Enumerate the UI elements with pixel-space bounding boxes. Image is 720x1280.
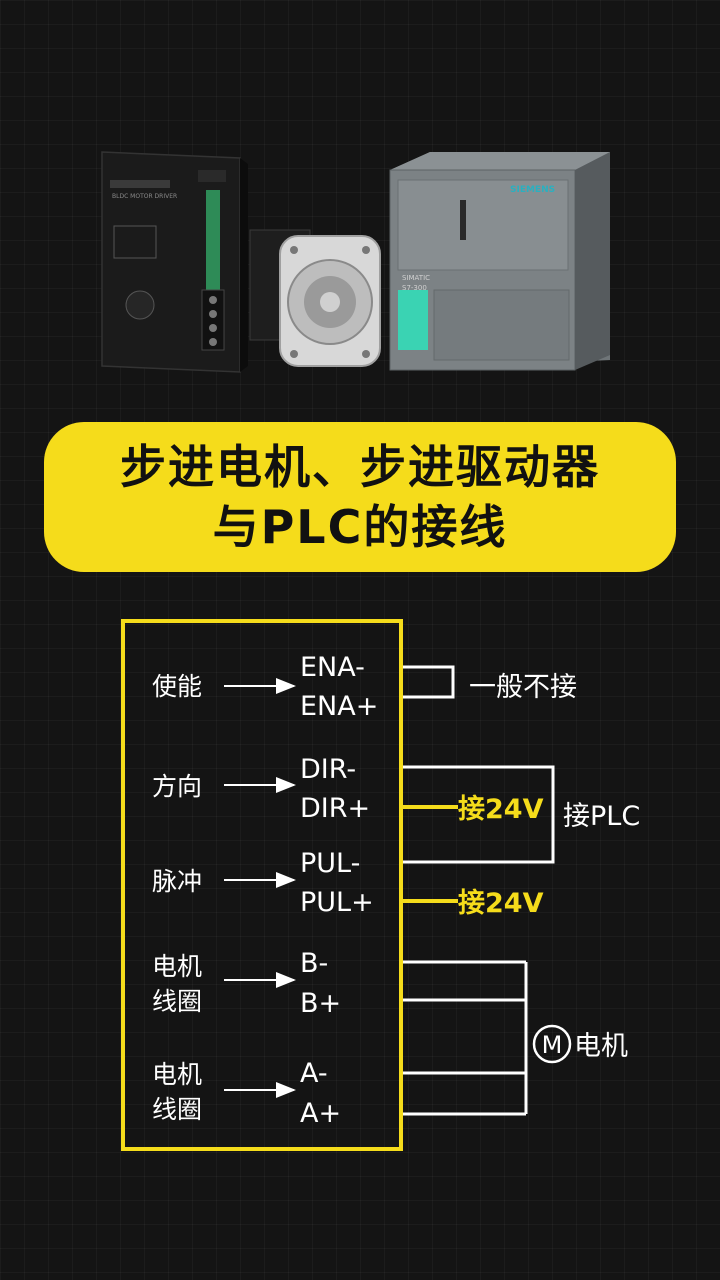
terminal-pul-minus: PUL- (300, 848, 360, 879)
signal-label-coil-b-2: 线圈 (152, 987, 202, 1016)
product-photos: BLDC MOTOR DRIVER SIEMENS SIMATIC S7-300 (101, 151, 610, 373)
terminal-ena-minus: ENA- (300, 652, 365, 683)
signal-label-enable: 使能 (152, 672, 202, 701)
motor-symbol-letter: M (542, 1031, 563, 1059)
pul-24v-label: 接24V (458, 888, 544, 919)
terminal-a-minus: A- (300, 1058, 328, 1089)
terminal-dir-plus: DIR+ (300, 793, 370, 824)
dir-24v-label: 接24V (458, 794, 544, 825)
driver-terminal-frame (121, 619, 403, 1151)
terminal-pul-plus: PUL+ (300, 887, 374, 918)
signal-label-direction: 方向 (152, 772, 202, 801)
signal-label-coil-b-1: 电机 (152, 952, 202, 981)
stepper-driver-image: BLDC MOTOR DRIVER (101, 151, 248, 373)
plc-brand: SIEMENS (510, 185, 555, 195)
motor-label: 电机 (574, 1031, 628, 1062)
plc-note: 接PLC (563, 801, 640, 832)
plc-bracket-wire (403, 765, 555, 864)
terminal-b-plus: B+ (300, 988, 341, 1019)
ena-loop-wire (403, 665, 455, 699)
terminal-a-plus: A+ (300, 1098, 341, 1129)
stepper-motor-image (249, 229, 381, 367)
driver-caption: BLDC MOTOR DRIVER (112, 193, 177, 200)
plc-cpu: S7-300 (402, 284, 427, 292)
title-banner: 步进电机、步进驱动器 与PLC的接线 (44, 422, 676, 572)
motor-symbol-icon (532, 1024, 572, 1064)
signal-label-pulse: 脉冲 (152, 867, 202, 896)
terminal-ena-plus: ENA+ (300, 691, 378, 722)
motor-wires (403, 960, 528, 1116)
signal-label-coil-a-1: 电机 (152, 1060, 202, 1089)
ena-note: 一般不接 (469, 672, 577, 703)
terminal-dir-minus: DIR- (300, 754, 356, 785)
wiring-diagram: 使能 ENA- ENA+ 一般不接 方向 DIR- DIR+ 接24V 脉冲 P… (121, 619, 640, 1151)
plc-model: SIMATIC (402, 274, 430, 282)
title-line-1: 步进电机、步进驱动器 (120, 440, 600, 494)
signal-label-coil-a-2: 线圈 (152, 1095, 202, 1124)
terminal-b-minus: B- (300, 948, 328, 979)
plc-image: SIEMENS SIMATIC S7-300 (389, 152, 610, 371)
title-line-2: 与PLC的接线 (212, 500, 508, 554)
